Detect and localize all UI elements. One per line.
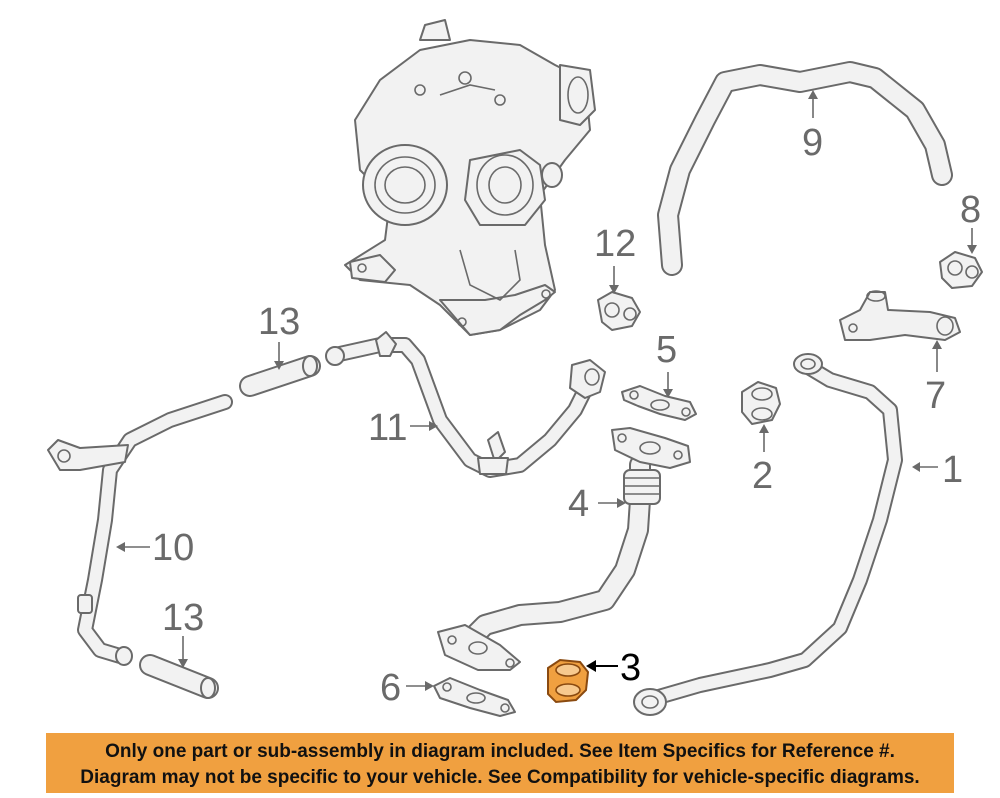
callout-7: 7 [925,340,946,417]
callout-9: 9 [802,90,823,164]
svg-text:10: 10 [152,527,194,569]
disclaimer-line-1: Only one part or sub-assembly in diagram… [105,741,895,762]
svg-text:4: 4 [568,483,589,525]
callout-10: 10 [116,527,194,569]
callout-11: 11 [368,407,438,449]
svg-text:2: 2 [752,455,773,497]
callout-13-lower: 13 [162,597,204,668]
svg-text:11: 11 [368,407,407,449]
callout-13-upper: 13 [258,301,300,370]
clamp-12 [597,291,641,331]
svg-text:3: 3 [620,647,641,689]
clamp-2 [741,381,781,425]
gasket-6 [433,677,516,717]
disclaimer-banner: Only one part or sub-assembly in diagram… [46,733,954,793]
tube-1 [633,353,903,716]
fitting-7 [839,290,961,341]
gasket-5 [621,385,697,421]
callout-5: 5 [656,329,677,398]
part-3-highlighted[interactable] [547,658,590,704]
disclaimer-line-2: Diagram may not be specific to your vehi… [80,767,920,788]
tube-4 [437,427,691,671]
svg-text:6: 6 [380,667,401,709]
callout-2: 2 [752,424,773,497]
callout-4: 4 [568,483,626,525]
tube-11 [325,331,606,478]
svg-text:1: 1 [942,449,963,491]
hose-13-lower [139,654,219,699]
clamp-8 [939,251,983,289]
callout-8: 8 [960,189,981,254]
svg-text:12: 12 [594,223,636,265]
callout-12: 12 [594,223,636,294]
hose-9 [657,61,953,276]
callout-3: 3 [586,647,641,689]
callout-6: 6 [380,667,434,709]
svg-text:13: 13 [162,597,204,639]
tube-10 [47,394,233,666]
parts-diagram: 1 2 3 4 5 6 7 8 9 10 [47,19,983,717]
svg-text:8: 8 [960,189,981,231]
svg-text:13: 13 [258,301,300,343]
svg-text:5: 5 [656,329,677,371]
svg-text:9: 9 [802,122,823,164]
svg-text:7: 7 [925,375,946,417]
hose-13-upper [239,355,321,397]
callout-1: 1 [912,449,963,491]
turbocharger [344,19,596,336]
